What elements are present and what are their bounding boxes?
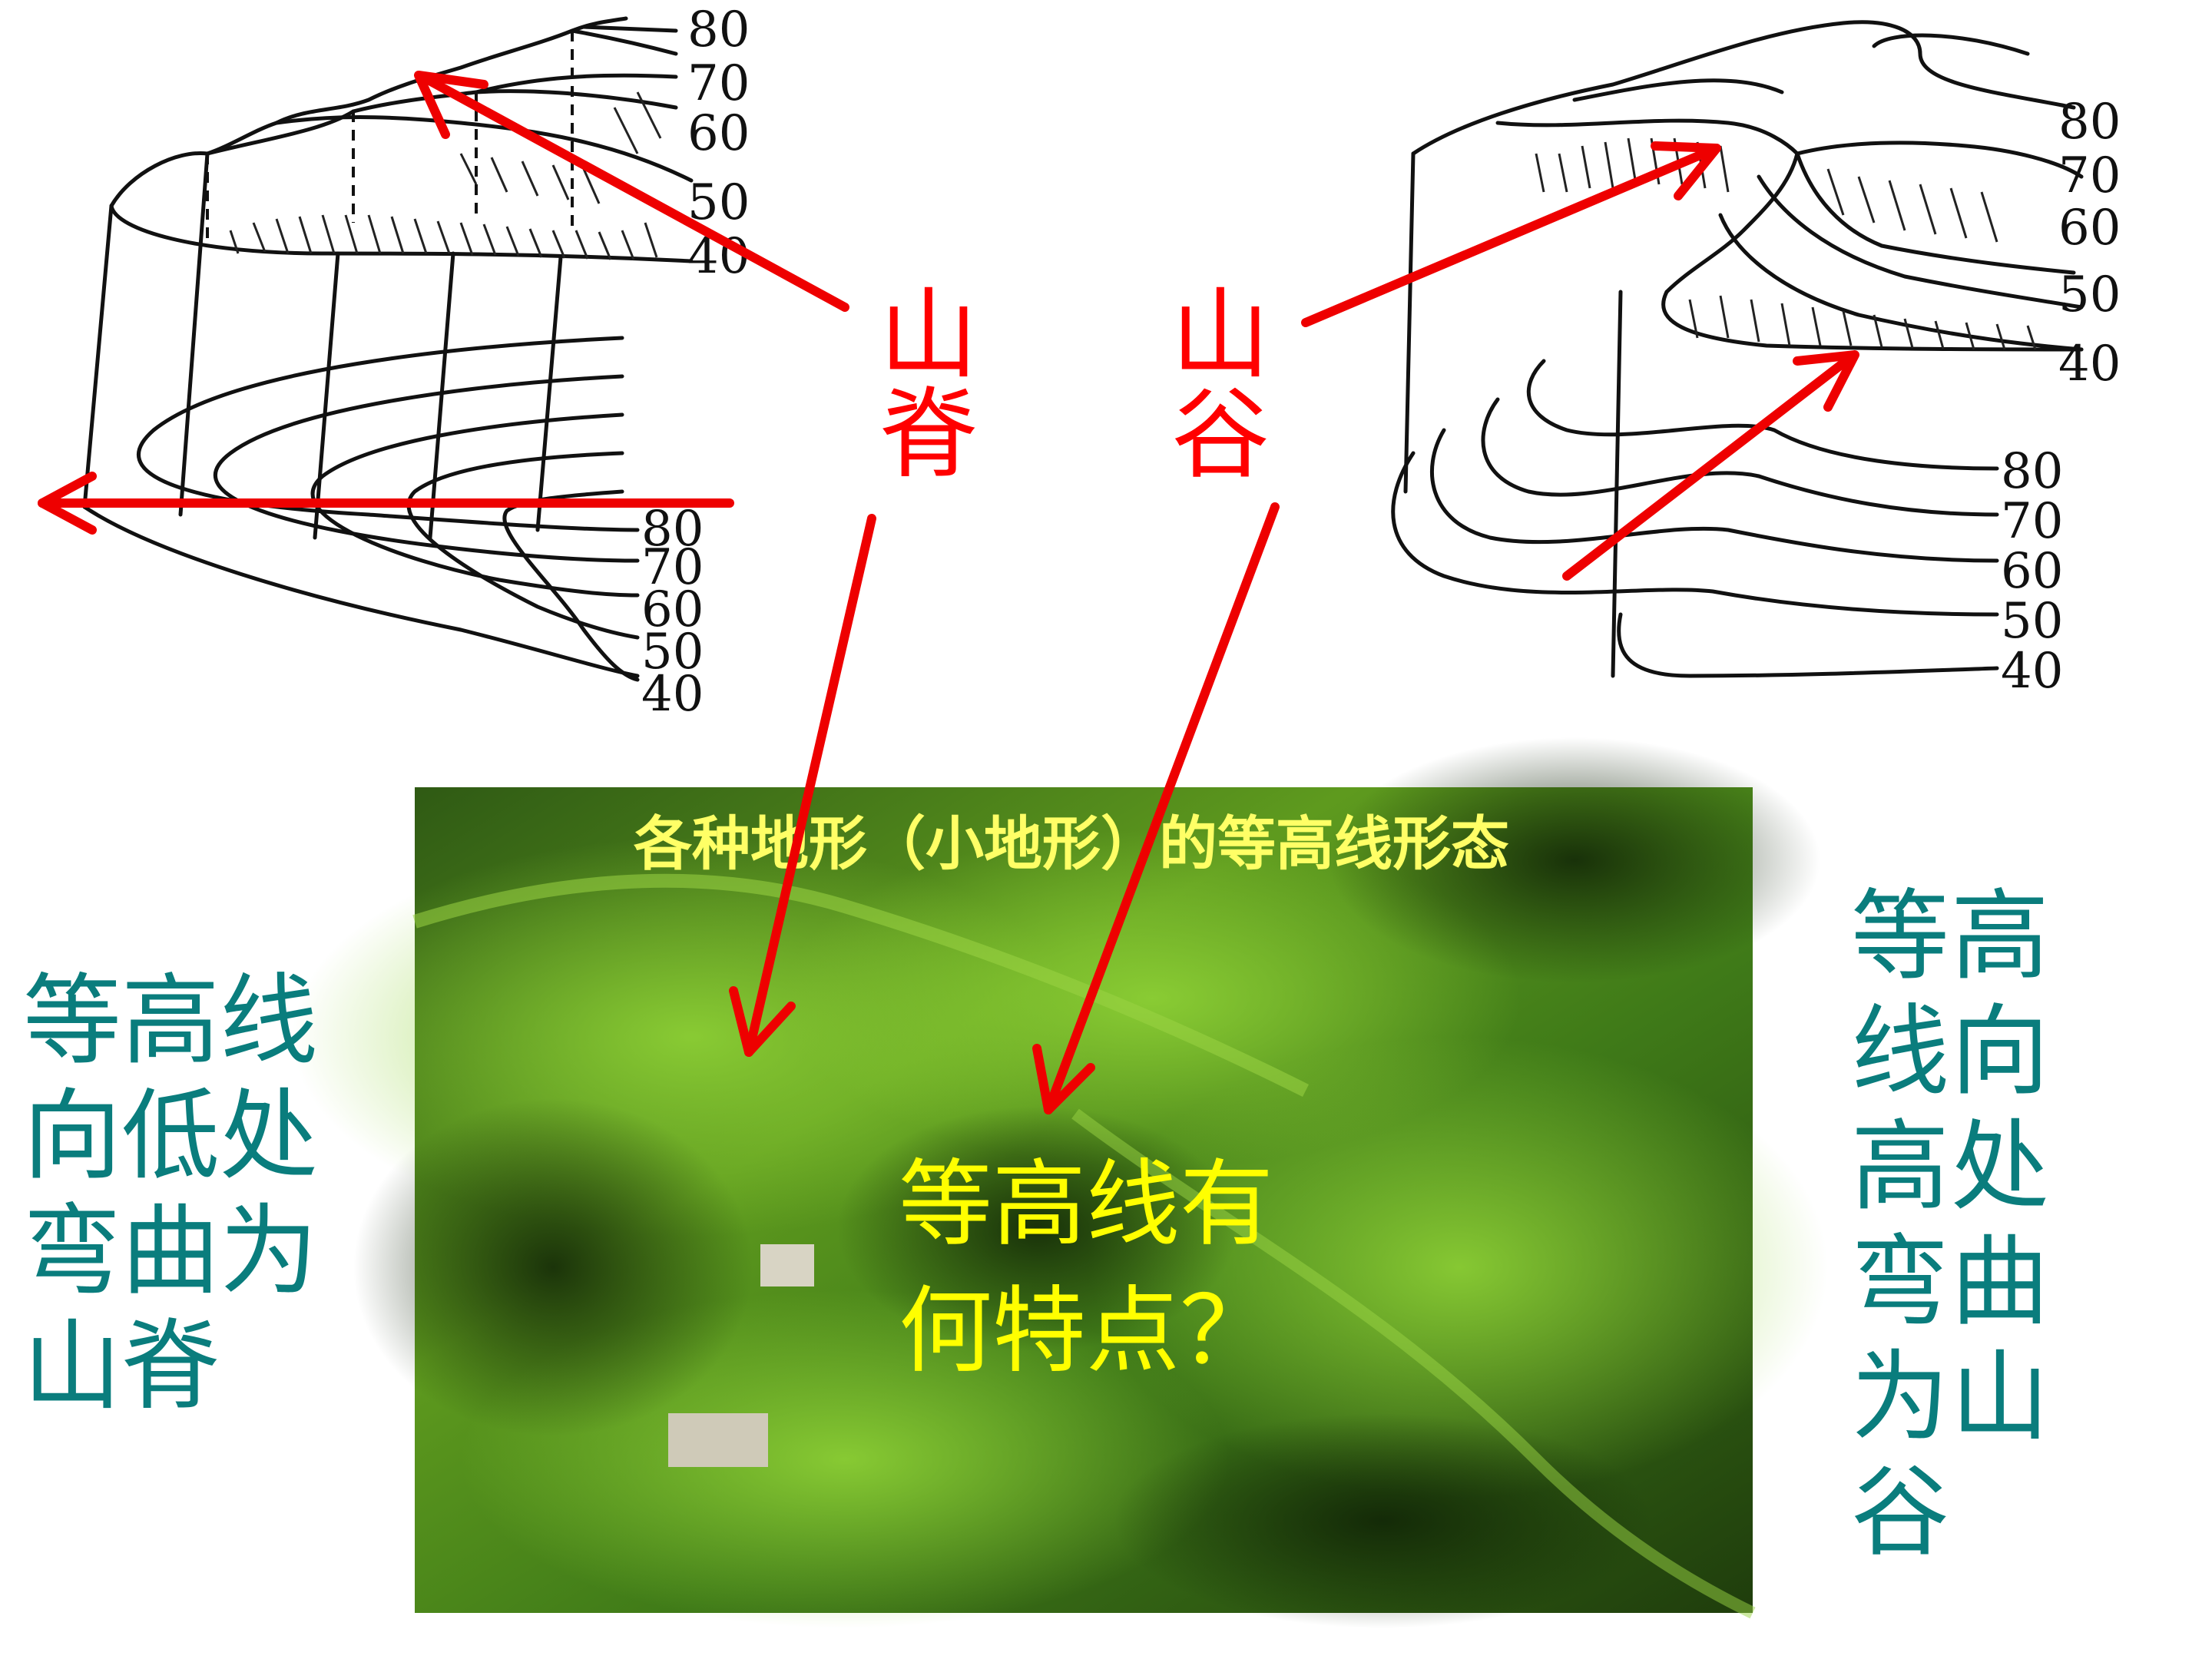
valley-label: 山 谷 <box>1171 278 1270 492</box>
valley-col1-char-4: 弯 <box>1851 1225 1950 1339</box>
valley-col1-char-3: 高 <box>1851 1110 1950 1224</box>
valley-col2-char-1: 高 <box>1951 879 2050 994</box>
ridge-label: 山 脊 <box>879 278 978 492</box>
valley-lower-elevation-labels: 80 70 60 50 40 <box>2001 443 2063 700</box>
ridge-upper-elev-70: 70 <box>687 55 750 112</box>
valley-lower-elev-80: 80 <box>2001 443 2063 500</box>
ridge-upper-elev-60: 60 <box>687 105 750 162</box>
valley-col1-char-6: 谷 <box>1851 1455 1950 1570</box>
valley-lower-elev-70: 70 <box>2001 493 2063 550</box>
valley-lower-elev-40: 40 <box>2001 643 2063 700</box>
ridge-explanation-line-1: 等高线 <box>23 964 319 1078</box>
valley-col1-char-2: 线 <box>1851 995 1950 1109</box>
ridge-label-char-2: 脊 <box>879 378 978 492</box>
ridge-lower-elevation-labels: 80 70 60 50 40 <box>641 501 704 723</box>
ridge-label-char-1: 山 <box>879 278 978 392</box>
ridge-lower-elev-70: 70 <box>641 539 704 596</box>
valley-upper-elev-40: 40 <box>2058 336 2121 392</box>
valley-col2-char-2: 向 <box>1951 995 2050 1109</box>
ridge-hatching <box>229 91 662 260</box>
valley-label-char-1: 山 <box>1171 278 1270 392</box>
ridge-upper-elevation-labels: 80 70 60 50 40 <box>687 2 750 285</box>
ridge-explanation-line-3: 弯曲为 <box>23 1194 319 1309</box>
valley-explanation-column-2: 高 向 处 曲 山 <box>1951 879 2049 1455</box>
valley-col1-char-1: 等 <box>1851 879 1950 994</box>
valley-col2-char-3: 处 <box>1951 1110 2050 1224</box>
ridge-lower-elev-40: 40 <box>641 666 704 723</box>
valley-col2-char-5: 山 <box>1951 1340 2050 1455</box>
ridge-lower-elev-60: 60 <box>641 581 704 638</box>
valley-explanation-column-1: 等 线 高 弯 为 谷 <box>1851 879 1949 1571</box>
photo-question-line-1: 等高线有 <box>899 1150 1273 1259</box>
ridge-lower-elev-80: 80 <box>641 501 704 558</box>
ridge-block-diagram: 80 70 60 50 40 80 70 60 50 40 <box>82 2 750 723</box>
ridge-explanation: 等高线 向低处 弯曲为 山脊 <box>23 964 318 1425</box>
valley-upper-elev-80: 80 <box>2058 94 2121 151</box>
photo-title: 各种地形（小地形）的等高线形态 <box>634 810 1509 878</box>
forest-photo <box>292 737 1828 1628</box>
valley-col2-char-4: 曲 <box>1951 1225 2050 1339</box>
valley-lower-elev-50: 50 <box>2001 593 2063 650</box>
valley-label-char-2: 谷 <box>1171 378 1270 492</box>
ridge-upper-elev-50: 50 <box>687 174 750 231</box>
valley-arrows <box>1032 141 1859 1114</box>
ridge-lower-elev-50: 50 <box>641 624 704 680</box>
valley-lower-elev-60: 60 <box>2001 543 2063 600</box>
photo-question-line-2: 何特点？ <box>899 1277 1273 1386</box>
valley-upper-elev-60: 60 <box>2058 200 2121 257</box>
valley-block-diagram: 80 70 60 50 40 80 70 60 50 40 <box>1391 20 2121 700</box>
ridge-arrows <box>38 71 876 1057</box>
valley-upper-elevation-labels: 80 70 60 50 40 <box>2058 94 2121 392</box>
ridge-explanation-line-4: 山脊 <box>23 1310 220 1424</box>
valley-upper-elev-70: 70 <box>2058 147 2121 204</box>
valley-hatching <box>1535 137 2037 350</box>
ridge-upper-elev-80: 80 <box>687 2 750 58</box>
valley-upper-elev-50: 50 <box>2058 267 2121 323</box>
valley-col1-char-5: 为 <box>1851 1340 1950 1455</box>
ridge-explanation-line-2: 向低处 <box>23 1079 319 1194</box>
